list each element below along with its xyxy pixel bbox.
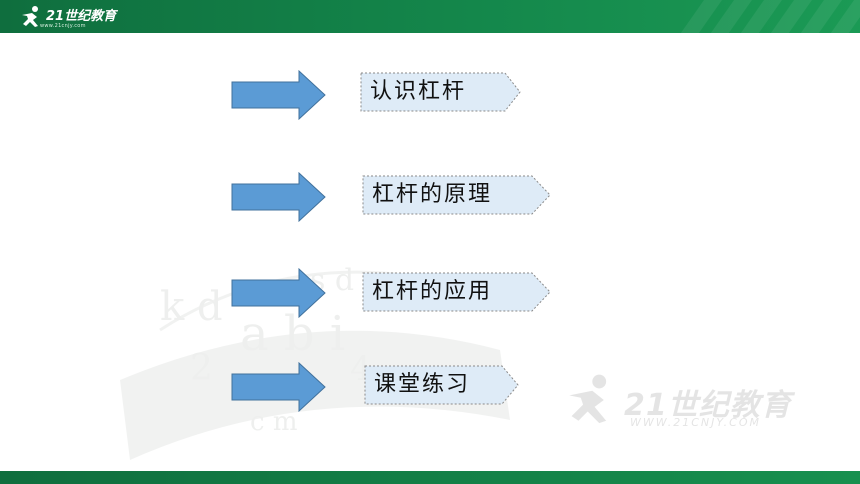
arrow-icon: [231, 362, 326, 412]
arrow-icon: [231, 70, 326, 120]
brand-logo: 21世纪教育 www.21cnjy.com: [18, 4, 116, 30]
menu-item-4[interactable]: 课堂练习: [364, 365, 520, 405]
svg-text:a b i: a b i: [240, 306, 345, 362]
footer-bar: [0, 471, 860, 484]
svg-text:2: 2: [190, 348, 213, 389]
menu-item-label: 杠杆的原理: [372, 182, 493, 207]
svg-text:c m: c m: [250, 407, 297, 437]
svg-text:k d: k d: [160, 284, 223, 330]
watermark-text: 21世纪教育: [624, 388, 792, 423]
header-bar: 21世纪教育 www.21cnjy.com: [0, 0, 860, 33]
watermark-runner-icon: [569, 374, 607, 424]
label-tag-shape: [360, 72, 521, 112]
menu-item-3[interactable]: 杠杆的应用: [362, 272, 552, 312]
label-tag-shape: [364, 365, 519, 405]
arrow-icon: [231, 172, 326, 222]
arrow-icon: [231, 268, 326, 318]
logo-url: www.21cnjy.com: [40, 23, 86, 29]
background-book-art: k d a b i 2 s d 4 c m: [120, 263, 510, 460]
watermark: 21世纪教育 WWW.21CNJY.COM: [560, 366, 830, 436]
menu-item-label: 认识杠杆: [370, 79, 467, 104]
menu-item-2[interactable]: 杠杆的原理: [362, 175, 552, 215]
watermark-url: WWW.21CNJY.COM: [630, 416, 762, 429]
logo-text: 21世纪教育: [46, 9, 117, 24]
label-tag-shape: [362, 272, 551, 312]
menu-item-1[interactable]: 认识杠杆: [360, 72, 522, 112]
menu-item-label: 杠杆的应用: [372, 279, 493, 304]
menu-item-label: 课堂练习: [374, 372, 471, 397]
runner-icon: [22, 6, 38, 27]
label-tag-shape: [362, 175, 551, 215]
